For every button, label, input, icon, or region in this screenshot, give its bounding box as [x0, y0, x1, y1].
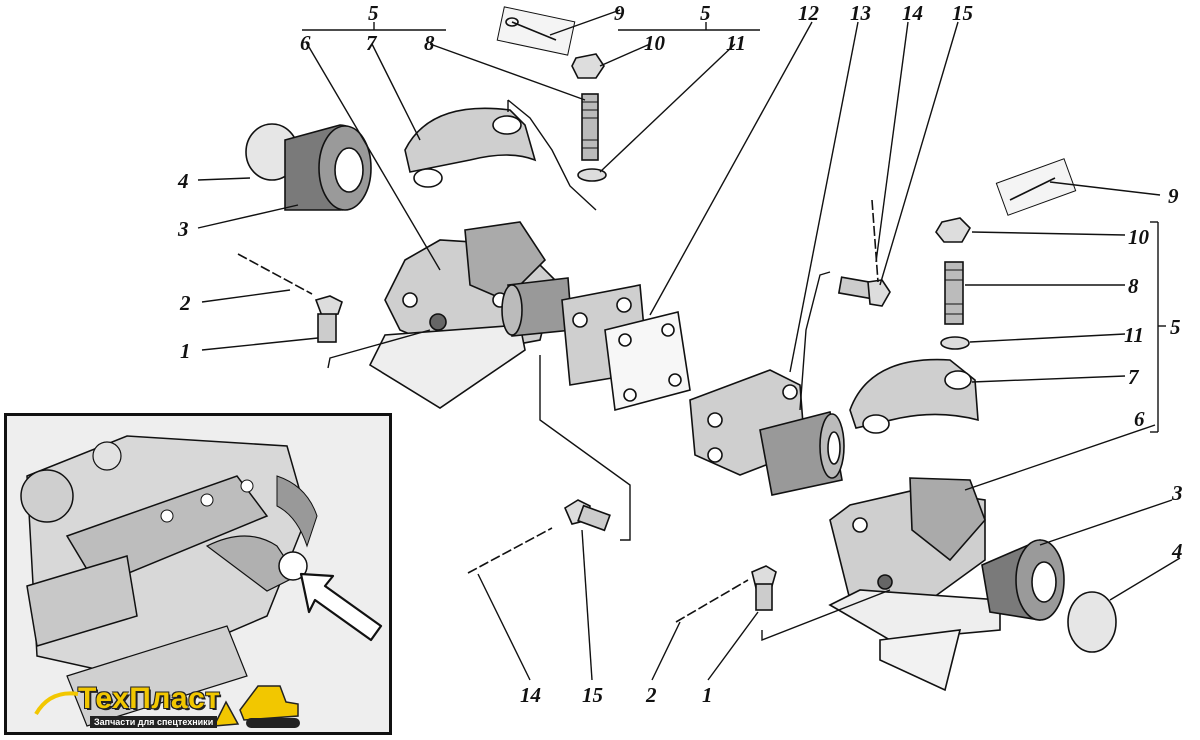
callout-7: 7 [1128, 365, 1140, 389]
lock-wire-part [675, 579, 749, 623]
upper-cap-part [849, 358, 979, 434]
callout-9: 9 [614, 1, 625, 25]
callout-2: 2 [645, 683, 657, 707]
lower-bracket-part [828, 477, 1001, 692]
lock-wire-part [237, 253, 313, 295]
location-arrow-icon [299, 572, 383, 642]
trunnion-shaft-part [689, 369, 845, 496]
callout-9: 9 [1168, 184, 1179, 208]
callout-1: 1 [702, 683, 713, 707]
bolt-part [837, 276, 891, 307]
callout-8: 8 [1128, 274, 1139, 298]
callout-4: 4 [1171, 539, 1183, 563]
cotter-pin-part [496, 6, 576, 56]
callout-11: 11 [726, 31, 746, 55]
callout-5: 5 [1170, 315, 1181, 339]
callout-bracket-5-right [1150, 221, 1166, 433]
callout-12: 12 [798, 1, 820, 25]
callout-10: 10 [644, 31, 666, 55]
upper-cap-part [404, 107, 537, 188]
bolt-part [751, 565, 777, 611]
engine-illustration [7, 416, 389, 732]
callout-7: 7 [366, 31, 378, 55]
callout-3: 3 [1171, 481, 1183, 505]
lock-wire-part [467, 527, 553, 574]
callout-8: 8 [424, 31, 435, 55]
callout-1: 1 [180, 339, 191, 363]
stud-part [581, 93, 599, 161]
callout-14: 14 [902, 1, 923, 25]
gasket-plate-part [604, 311, 691, 412]
bulldozer-logo-icon [34, 685, 300, 728]
callout-5: 5 [700, 1, 711, 25]
callout-10: 10 [1128, 225, 1150, 249]
brand-logo: ТехПласт Запчасти для спецтехники [30, 680, 320, 732]
callout-4: 4 [177, 169, 189, 193]
callout-14: 14 [520, 683, 541, 707]
callout-2: 2 [179, 291, 191, 315]
washer-part [940, 336, 970, 350]
brand-name: ТехПласт [78, 682, 221, 715]
brand-tagline: Запчасти для спецтехники [90, 716, 218, 728]
callout-3: 3 [177, 217, 189, 241]
stud-part [944, 261, 964, 325]
engine-location-inset [4, 413, 392, 735]
callout-6: 6 [1134, 407, 1145, 431]
washer-part [577, 168, 607, 182]
cap-disc-part [1067, 591, 1117, 653]
callout-bracket-5-left [302, 22, 760, 31]
callout-11: 11 [1124, 323, 1144, 347]
callout-13: 13 [850, 1, 871, 25]
lock-wire-part [871, 199, 879, 283]
rubber-bushing-part [284, 124, 372, 211]
cotter-pin-part [995, 158, 1077, 216]
callout-6: 6 [300, 31, 311, 55]
rubber-bushing-part [981, 539, 1065, 621]
castle-nut-part [571, 53, 605, 79]
callout-15: 15 [582, 683, 603, 707]
bolt-part [563, 499, 611, 532]
callout-5: 5 [368, 1, 379, 25]
bolt-part [314, 295, 343, 343]
callout-15: 15 [952, 1, 973, 25]
leader-lines [197, 9, 1181, 681]
castle-nut-part [935, 217, 971, 243]
